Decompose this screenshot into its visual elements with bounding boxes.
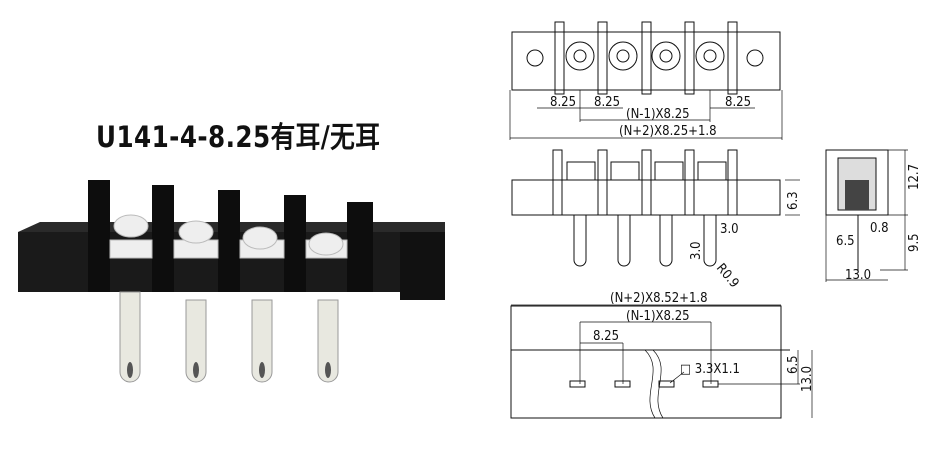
dim-total: (N+2)X8.25+1.8 xyxy=(619,124,717,139)
dim-slot: □ 3.3X1.1 xyxy=(680,362,740,377)
dim-pitch-second: 8.25 xyxy=(594,95,620,110)
top-view: 8.25 8.25 8.25 (N-1)X8.25 (N+2)X8.25+1.8 xyxy=(509,21,783,140)
dim-radius: R0.9 xyxy=(713,261,742,291)
dim-span: (N-1)X8.25 xyxy=(626,309,690,324)
dim-depth: 13.0 xyxy=(845,268,871,283)
dim-depth: 13.0 xyxy=(800,366,815,392)
bottom-view: (N+2)X8.52+1.8 (N-1)X8.25 8.25 □ 3.3X1.1… xyxy=(510,291,815,419)
front-view: 3.0 3.0 R0.9 6.3 xyxy=(511,149,801,291)
product-title: U141-4-8.25有耳/无耳 xyxy=(96,120,381,154)
dim-pitch: 8.25 xyxy=(593,329,619,344)
dim-pin-offset: 3.0 xyxy=(689,241,704,260)
dim-half-depth: 6.5 xyxy=(786,355,801,374)
product-render xyxy=(18,180,445,383)
side-view: 12.7 9.5 6.5 0.8 13.0 xyxy=(825,149,922,283)
dim-thickness: 0.8 xyxy=(870,221,889,236)
dim-pin-width: 3.0 xyxy=(720,222,739,237)
dim-total-height: 12.7 xyxy=(907,164,922,190)
dim-pitch-left: 8.25 xyxy=(550,95,576,110)
dim-pitch-right: 8.25 xyxy=(725,95,751,110)
dim-height: 6.3 xyxy=(786,191,801,210)
dim-span: (N-1)X8.25 xyxy=(626,107,690,122)
dim-lower-height: 9.5 xyxy=(907,233,922,252)
dim-total: (N+2)X8.52+1.8 xyxy=(610,291,708,306)
dim-offset: 6.5 xyxy=(836,234,855,249)
